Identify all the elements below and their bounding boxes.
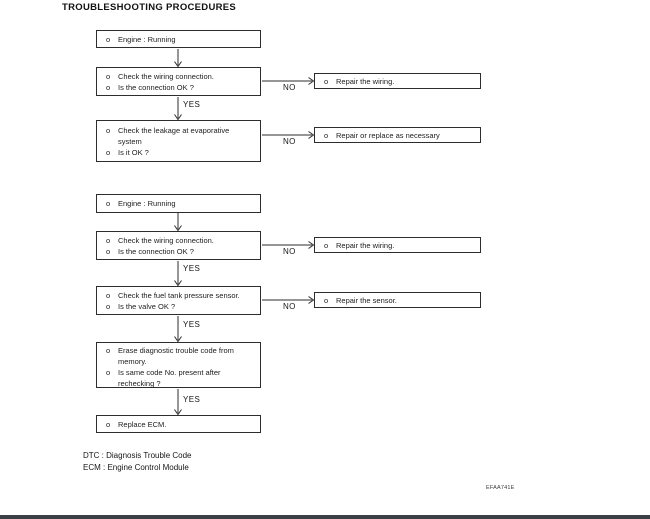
arrow-flow2-yes-1: [174, 261, 182, 287]
box-line: system: [97, 136, 260, 147]
box-line: o Is same code No. present after: [97, 367, 260, 378]
box-line: o Check the leakage at evaporative: [97, 125, 260, 136]
flow2-no-label-1: NO: [283, 247, 296, 256]
flow2-no-label-2: NO: [283, 302, 296, 311]
box-line: o Check the wiring connection.: [97, 235, 260, 246]
flow1-check-leakage-box: o Check the leakage at evaporative syste…: [96, 120, 261, 162]
box-text: Is the valve OK ?: [118, 302, 176, 311]
box-line: o Repair or replace as necessary: [315, 130, 480, 141]
box-text: system: [118, 137, 142, 146]
bullet: o: [106, 126, 111, 135]
document-code: EFAA741E: [486, 485, 515, 491]
bullet: o: [106, 291, 111, 300]
flow1-repair-or-replace-box: o Repair or replace as necessary: [314, 127, 481, 143]
box-text: Is same code No. present after: [118, 368, 221, 377]
box-line: o Erase diagnostic trouble code from: [97, 345, 260, 356]
bullet: o: [106, 72, 111, 81]
arrow-flow1-start-down: [174, 49, 182, 68]
box-line: o Engine : Running: [97, 198, 260, 209]
flow2-repair-sensor-box: o Repair the sensor.: [314, 292, 481, 308]
box-line: o Check the wiring connection.: [97, 71, 260, 82]
box-text: Engine : Running: [118, 199, 176, 208]
box-text: Is the connection OK ?: [118, 247, 194, 256]
bullet: o: [324, 296, 329, 305]
bullet: o: [106, 346, 111, 355]
flow2-check-sensor-box: o Check the fuel tank pressure sensor. o…: [96, 286, 261, 315]
arrow-flow1-yes-1: [174, 97, 182, 121]
flow2-engine-running-box: o Engine : Running: [96, 194, 261, 213]
bullet: o: [324, 77, 329, 86]
flow1-no-label-1: NO: [283, 83, 296, 92]
flow2-yes-label-3: YES: [183, 395, 201, 404]
box-line: o Repair the wiring.: [315, 240, 480, 251]
box-line: o Replace ECM.: [97, 419, 260, 430]
flow2-yes-label-2: YES: [183, 320, 201, 329]
flow1-repair-wiring-box: o Repair the wiring.: [314, 73, 481, 89]
box-text: memory.: [118, 357, 147, 366]
bullet: o: [106, 148, 111, 157]
flow1-yes-label-1: YES: [183, 100, 201, 109]
box-text: Repair the wiring.: [336, 77, 395, 86]
bullet: o: [106, 368, 111, 377]
bullet-spacer: [106, 378, 118, 389]
flow2-yes-label-1: YES: [183, 264, 201, 273]
bullet-spacer: [106, 136, 118, 147]
box-text: Is it OK ?: [118, 148, 149, 157]
bullet: o: [106, 199, 111, 208]
flow2-replace-ecm-box: o Replace ECM.: [96, 415, 261, 433]
bullet: o: [106, 236, 111, 245]
bullet: o: [106, 247, 111, 256]
page-bottom-rule: [0, 515, 650, 519]
box-text: Replace ECM.: [118, 420, 167, 429]
flow1-check-wiring-box: o Check the wiring connection. o Is the …: [96, 67, 261, 96]
box-line: o Is the connection OK ?: [97, 246, 260, 257]
flow2-repair-wiring-box: o Repair the wiring.: [314, 237, 481, 253]
box-line: o Is it OK ?: [97, 147, 260, 158]
box-line: o Is the connection OK ?: [97, 82, 260, 93]
box-line: o Repair the wiring.: [315, 76, 480, 87]
bullet: o: [324, 131, 329, 140]
flow1-no-label-2: NO: [283, 137, 296, 146]
box-text: Check the leakage at evaporative: [118, 126, 230, 135]
arrow-flow2-yes-2: [174, 316, 182, 343]
bullet: o: [106, 83, 111, 92]
flow1-engine-running-box: o Engine : Running: [96, 30, 261, 48]
box-text: Repair or replace as necessary: [336, 131, 440, 140]
box-text: Check the wiring connection.: [118, 72, 214, 81]
flow2-check-wiring-box: o Check the wiring connection. o Is the …: [96, 231, 261, 260]
box-line: rechecking ?: [97, 378, 260, 389]
bullet: o: [106, 302, 111, 311]
flow2-erase-code-box: o Erase diagnostic trouble code from mem…: [96, 342, 261, 388]
bullet: o: [106, 420, 111, 429]
box-line: o Check the fuel tank pressure sensor.: [97, 290, 260, 301]
bullet-spacer: [106, 356, 118, 367]
page-title: TROUBLESHOOTING PROCEDURES: [62, 2, 237, 13]
box-text: Engine : Running: [118, 35, 176, 44]
box-text: rechecking ?: [118, 379, 161, 388]
box-text: Is the connection OK ?: [118, 83, 194, 92]
footnote-dtc: DTC : Diagnosis Trouble Code: [83, 451, 192, 460]
box-text: Repair the sensor.: [336, 296, 397, 305]
box-text: Check the fuel tank pressure sensor.: [118, 291, 240, 300]
arrow-flow2-yes-3: [174, 389, 182, 416]
arrow-flow2-start-down: [174, 213, 182, 232]
box-line: o Repair the sensor.: [315, 295, 480, 306]
bullet: o: [106, 35, 111, 44]
bullet: o: [324, 241, 329, 250]
footnote-ecm: ECM : Engine Control Module: [83, 462, 189, 472]
box-line: o Is the valve OK ?: [97, 301, 260, 312]
box-line: memory.: [97, 356, 260, 367]
abbreviation-notes: DTC : Diagnosis Trouble Code ECM : Engin…: [83, 450, 192, 473]
box-text: Repair the wiring.: [336, 241, 395, 250]
box-line: o Engine : Running: [97, 34, 260, 45]
box-text: Check the wiring connection.: [118, 236, 214, 245]
box-text: Erase diagnostic trouble code from: [118, 346, 234, 355]
